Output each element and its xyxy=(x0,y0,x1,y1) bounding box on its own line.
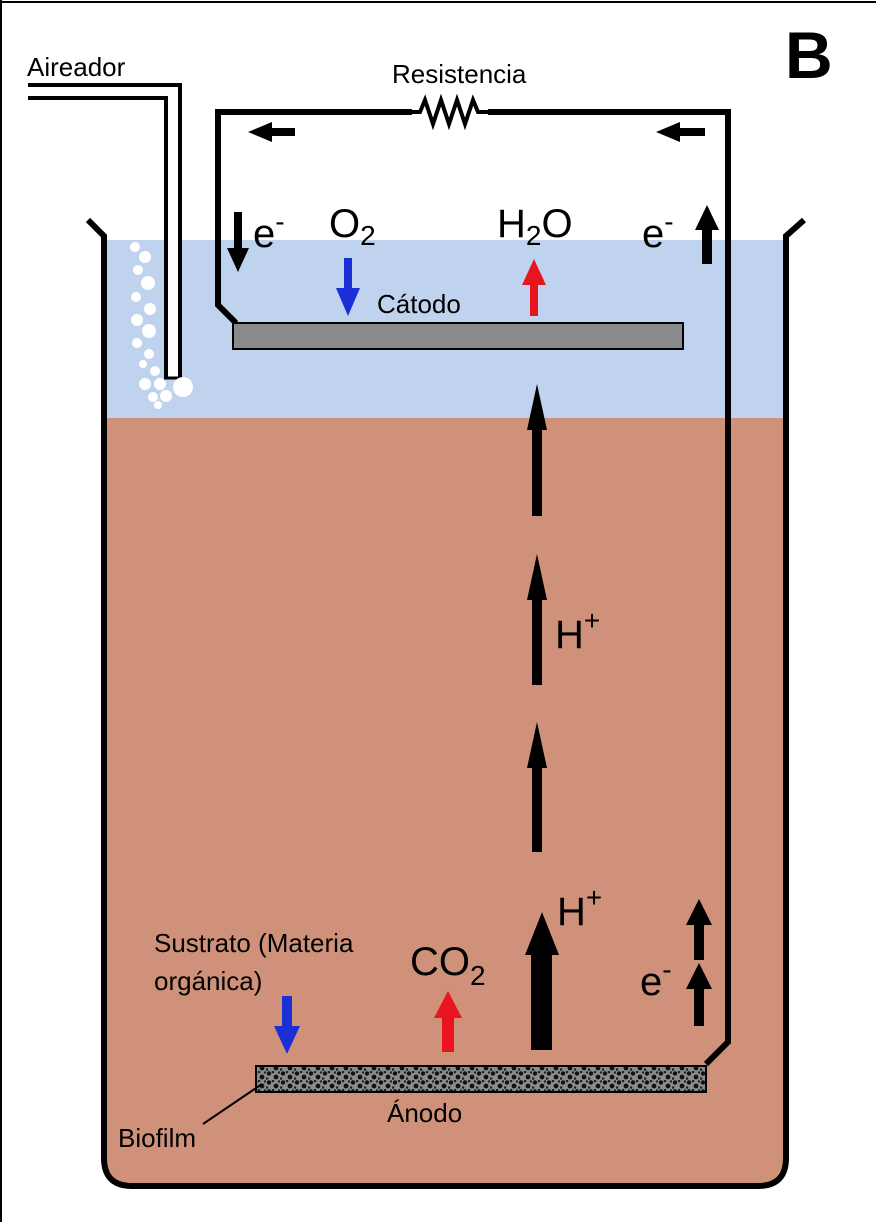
proton-arrow-2 xyxy=(527,722,547,852)
resistance-label: Resistencia xyxy=(392,59,527,89)
air-bubbles xyxy=(130,242,193,409)
electron-arrow-up-cathode xyxy=(695,205,719,264)
cathode-electrode xyxy=(232,322,684,350)
substrate-label-line2: orgánica) xyxy=(154,966,262,996)
wire-arrow-left-b xyxy=(656,122,705,142)
resistor-icon xyxy=(410,93,490,131)
electron-label-anode: e- xyxy=(640,954,672,1004)
anode-label: Ánodo xyxy=(387,1098,462,1128)
co2-label: CO2 xyxy=(410,940,486,991)
water-produced-arrow xyxy=(522,259,546,316)
proton-label-lower: H+ xyxy=(557,882,602,934)
substrate-label-line1: Sustrato (Materia xyxy=(154,928,354,958)
electron-arrow-down-cathode xyxy=(227,212,249,272)
electron-label-cathode-left: e- xyxy=(253,206,285,256)
proton-arrow-1 xyxy=(525,912,559,1050)
proton-arrow-3 xyxy=(527,554,547,685)
cathode-label: Cátodo xyxy=(377,289,461,319)
aerator-tube-bore xyxy=(168,100,178,378)
wire-arrow-left-a xyxy=(248,122,295,142)
electron-arrow-up-anode-b xyxy=(686,963,712,1026)
aerator-label: Aireador xyxy=(27,52,126,82)
anode-biofilm xyxy=(255,1065,707,1093)
biofilm-leader-line xyxy=(202,1083,263,1125)
electron-arrow-up-anode-a xyxy=(686,899,712,960)
proton-arrow-4 xyxy=(527,384,547,516)
water-label: H2O xyxy=(497,202,573,251)
circuit-wire xyxy=(215,109,731,1067)
aerator-tube-outer xyxy=(28,83,182,378)
panel-label: B xyxy=(785,18,833,92)
aerator-tube-top-bore xyxy=(28,87,178,96)
beaker-wall xyxy=(85,217,806,1189)
biofilm-label: Biofilm xyxy=(118,1123,196,1153)
co2-produced-arrow xyxy=(434,991,462,1052)
electron-label-cathode-right: e- xyxy=(642,206,674,256)
anode-water xyxy=(104,418,786,1186)
aerator-tube-inner xyxy=(28,96,168,378)
oxygen-consumed-arrow xyxy=(336,258,360,316)
substrate-consumed-arrow xyxy=(274,996,300,1054)
proton-label-middle: H+ xyxy=(555,605,600,657)
oxygen-label: O2 xyxy=(329,202,376,251)
